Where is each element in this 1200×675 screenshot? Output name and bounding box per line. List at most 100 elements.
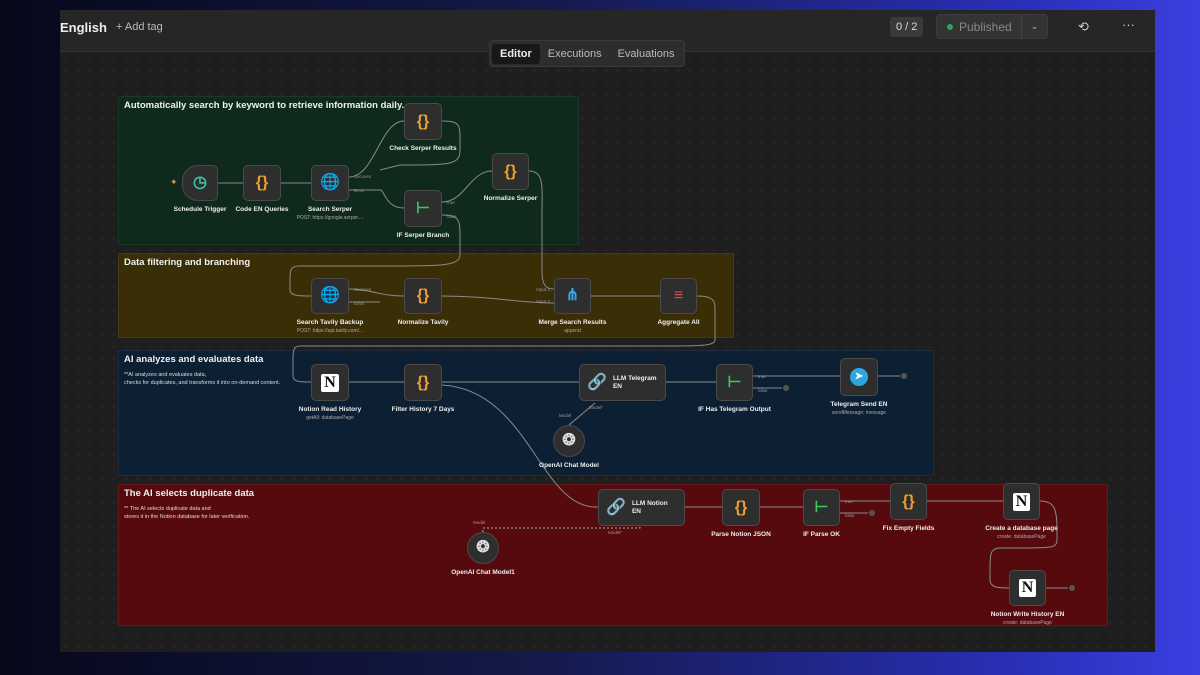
link-icon: 🔗	[606, 498, 626, 516]
node-llm-telegram[interactable]: 🔗 LLM Telegram EN	[579, 364, 666, 401]
node-telegram-send[interactable]: ➤	[840, 358, 878, 396]
node-openai2[interactable]: ❂	[467, 532, 499, 564]
telegram-icon: ➤	[850, 368, 868, 386]
port-label: false	[447, 213, 457, 219]
globe-icon: 🌐	[320, 174, 340, 191]
notion-icon: N	[1012, 492, 1031, 511]
port-label: Input 1	[536, 287, 550, 292]
tab-evaluations[interactable]: Evaluations	[617, 47, 675, 60]
globe-icon: 🌐	[320, 287, 340, 304]
node-label: Notion Read History	[298, 406, 362, 413]
link-icon: 🔗	[587, 373, 607, 391]
node-label: Telegram Send EN	[830, 401, 888, 408]
node-if-parse[interactable]: ⊢	[803, 489, 840, 526]
code-icon: {}	[504, 162, 517, 180]
node-label: Create a database page	[985, 525, 1058, 532]
node-label: Search Tavily Backup	[296, 319, 364, 326]
node-notion-read[interactable]: N	[311, 364, 349, 401]
port-label: Model*	[608, 530, 623, 535]
openai-icon: ❂	[476, 539, 490, 556]
ellipsis-icon[interactable]: ···	[1122, 17, 1135, 32]
published-button[interactable]: Published ⌄	[936, 14, 1048, 39]
node-filter-history[interactable]: {}	[404, 364, 442, 401]
node-code-en[interactable]: {}	[243, 165, 281, 201]
node-subtitle: create: databasePage	[1003, 620, 1052, 626]
node-label: OpenAI Chat Model	[539, 462, 599, 469]
node-label: LLM Telegram EN	[612, 374, 657, 390]
code-icon: {}	[902, 492, 915, 510]
port-label: Model	[473, 520, 486, 525]
tab-editor[interactable]: Editor	[492, 43, 540, 64]
node-label: Schedule Trigger	[173, 206, 227, 213]
node-label: Filter History 7 Days	[391, 406, 455, 413]
node-notion-write[interactable]: N	[1009, 570, 1046, 606]
node-if-telegram[interactable]: ⊢	[716, 364, 753, 401]
node-merge[interactable]: ⋔	[554, 278, 591, 314]
clock-icon: ◷	[193, 174, 207, 191]
group-title: Data filtering and branching	[124, 257, 251, 268]
group-title: Automatically search by keyword to retri…	[124, 100, 405, 111]
port-label: Success	[354, 174, 372, 179]
node-aggregate[interactable]: ≡	[660, 278, 697, 314]
node-if-serper[interactable]: ⊢	[404, 190, 442, 227]
published-label: Published	[959, 19, 1012, 34]
node-label: IF Parse OK	[803, 531, 840, 538]
node-label: LLM Notion EN	[631, 499, 668, 515]
node-label: OpenAI Chat Model1	[451, 569, 515, 576]
group-note: **AI analyzes and evaluates data, checks…	[124, 372, 281, 386]
node-label: Notion Write History EN	[990, 611, 1065, 618]
node-llm-notion[interactable]: 🔗 LLM Notion EN	[598, 489, 685, 526]
group-note: ** The AI selects duplicate data and sto…	[124, 506, 250, 520]
node-label: Code EN Queries	[235, 206, 289, 213]
code-icon: {}	[416, 287, 430, 304]
node-subtitle: sendMessage: message	[831, 410, 887, 416]
notion-icon: N	[321, 373, 339, 392]
node-label: Normalize Serper	[483, 195, 538, 202]
port-label: true	[845, 498, 853, 504]
node-normalize-tavily[interactable]: {}	[404, 278, 442, 314]
trigger-star-icon: ✦	[170, 177, 178, 187]
notion-icon: N	[1018, 579, 1037, 597]
node-schedule[interactable]: ◷	[182, 165, 218, 201]
node-label: Search Serper	[307, 206, 353, 213]
node-label: Check Serper Results	[389, 145, 457, 152]
chevron-down-icon[interactable]: ⌄	[1021, 15, 1047, 38]
node-openai1[interactable]: ❂	[553, 425, 585, 457]
if-icon: ⊢	[727, 373, 742, 391]
port-label: Input 2	[536, 299, 550, 304]
node-search-serper[interactable]: 🌐	[311, 165, 349, 201]
port-label: true	[447, 199, 455, 205]
port-label: Model	[559, 413, 572, 418]
aggregate-icon: ≡	[673, 287, 684, 304]
node-create-page[interactable]: N	[1003, 483, 1040, 520]
node-check-serper[interactable]: {}	[404, 103, 442, 140]
node-label: Normalize Tavily	[397, 319, 449, 326]
port-label: false	[758, 387, 768, 393]
code-icon: {}	[734, 498, 748, 516]
tab-executions[interactable]: Executions	[547, 47, 602, 60]
node-search-tavily[interactable]: 🌐	[311, 278, 349, 314]
port-label: Error	[354, 188, 364, 193]
node-label: IF Has Telegram Output	[698, 406, 771, 413]
node-subtitle: create: databasePage	[997, 534, 1046, 540]
code-icon: {}	[416, 373, 430, 391]
node-normalize-serper[interactable]: {}	[492, 153, 529, 190]
node-label: Merge Search Results	[538, 319, 607, 326]
history-icon[interactable]: ⟲	[1078, 19, 1089, 34]
node-parse-notion[interactable]: {}	[722, 489, 760, 526]
node-subtitle: append	[564, 328, 581, 334]
merge-icon: ⋔	[565, 287, 580, 304]
view-tabs: Editor Executions Evaluations	[489, 40, 686, 67]
port-label: Success	[354, 287, 372, 292]
group-title: The AI selects duplicate data	[124, 488, 255, 499]
group-title: AI analyzes and evaluates data	[124, 354, 264, 365]
workflow-title[interactable]: English	[60, 20, 107, 35]
node-label: Aggregate All	[657, 319, 700, 326]
port-label: Error	[354, 301, 364, 306]
status-dot	[947, 23, 953, 30]
code-icon: {}	[255, 174, 269, 191]
port-label: true	[758, 373, 766, 379]
code-icon: {}	[416, 112, 430, 130]
add-tag-button[interactable]: + Add tag	[116, 21, 163, 33]
node-fix-empty[interactable]: {}	[890, 483, 927, 520]
